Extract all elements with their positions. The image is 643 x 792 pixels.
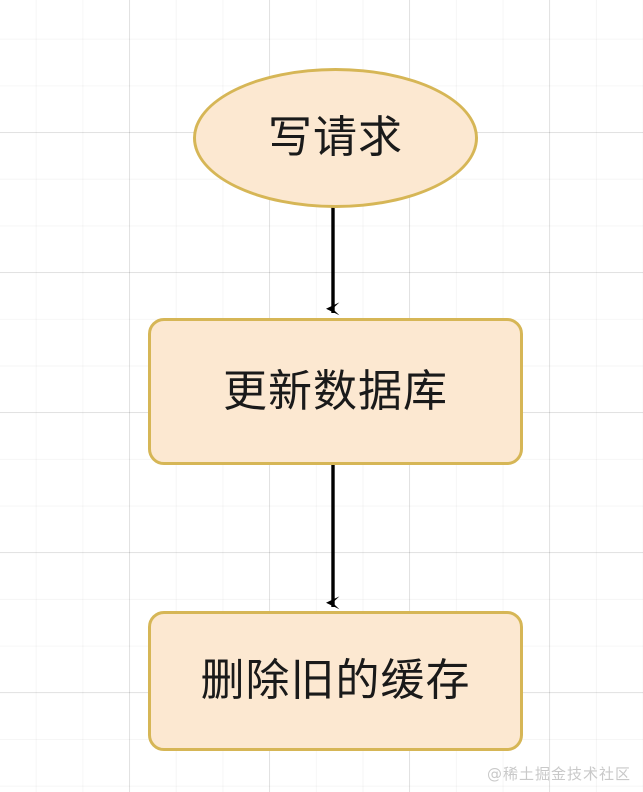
node-update-database-label: 更新数据库 — [223, 366, 448, 416]
node-update-database[interactable]: 更新数据库 — [148, 318, 523, 465]
node-write-request[interactable]: 写请求 — [193, 68, 478, 208]
watermark: @稀土掘金技术社区 — [486, 765, 631, 783]
node-delete-old-cache-label: 删除旧的缓存 — [200, 656, 471, 705]
node-write-request-label: 写请求 — [268, 113, 403, 162]
node-delete-old-cache[interactable]: 删除旧的缓存 — [148, 611, 523, 751]
